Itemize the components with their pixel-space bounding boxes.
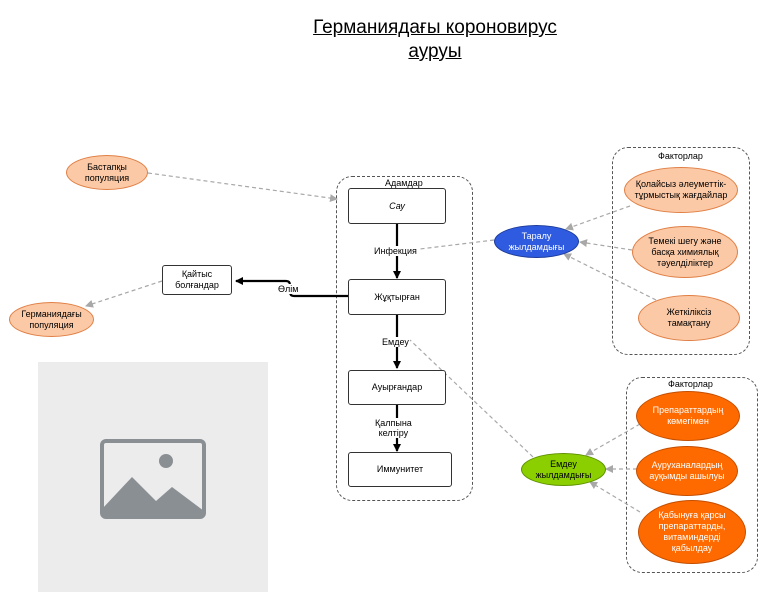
factor-anti-inflammatory-label-2: препараттарды, [658,521,726,531]
treatment-rate-label-1: Емдеу [550,458,577,469]
infected-box[interactable]: Жұқтырған [348,279,446,315]
factor-anti-inflammatory[interactable]: Қабынуға қарсы препараттарды, витаминдер… [638,500,746,564]
death-edge-label: Өлім [278,284,299,294]
factors-top-group [612,147,750,355]
germany-population-label-1: Германиядағы [21,308,82,319]
factor-social-label-2: тұрмыстық жағдайлар [634,190,728,200]
factors-bottom-label: Факторлар [668,379,713,389]
edge-f1-spread [565,205,631,231]
recovery-label-1: Қалпына [375,418,412,428]
factor-anti-inflammatory-label-3: витаминдерді [663,532,721,542]
edge-spread-infection [419,239,495,250]
recovery-edge-label: Қалпына келтіру [375,418,412,438]
spread-rate-label-1: Таралу [521,230,552,241]
sick-label: Ауырғандар [371,382,423,392]
people-group-label: Адамдар [385,178,423,188]
title-line-2: ауруы [408,41,462,62]
healthy-label: Сау [389,200,405,211]
dead-label-2: болғандар [175,280,219,290]
factor-hospitals-label-2: ауқымды ашылуы [649,471,725,481]
factor-smoking-label-3: тәуелділіктер [656,257,714,268]
dead-box[interactable]: Қайтыс болғандар [162,265,232,295]
edge-g1-treat [585,423,641,456]
germany-population-node[interactable]: Германиядағы популяция [9,302,94,337]
edge-dead-germany [85,280,163,308]
dead-label-1: Қайтыс [181,269,213,279]
edge-initial-people [147,172,338,203]
sick-box[interactable]: Ауырғандар [348,370,446,405]
factor-nutrition-label-2: тамақтану [667,318,711,328]
factor-social-label-1: Қолайсыз әлеуметтік- [635,179,727,189]
title-line-1: Германиядағы короновирус [313,17,557,38]
factor-anti-inflammatory-label-4: қабылдау [671,543,713,553]
infected-label: Жұқтырған [374,291,420,302]
treatment-rate-label-2: жылдамдығы [535,469,592,480]
factor-smoking[interactable]: Темекі шегу және басқа химиялық тәуелділ… [632,226,738,278]
edge-f3-spread [563,253,657,301]
image-placeholder-icon [100,439,206,519]
factor-smoking-label-1: Темекі шегу және [648,235,722,246]
image-placeholder [38,362,268,592]
factor-hospitals[interactable]: Ауруханалардың ауқымды ашылуы [636,446,738,496]
factor-drugs[interactable]: Препараттардың көмегімен [636,391,740,441]
healthy-box[interactable]: Сау [348,188,446,224]
edge-g3-treat [589,481,641,513]
initial-population-node[interactable]: Бастапқы популяция [66,155,148,190]
edge-f2-spread [579,239,633,251]
factor-drugs-label-2: көмегімен [667,416,709,426]
initial-population-label-1: Бастапқы [87,161,127,172]
people-group [336,176,473,501]
immunity-box[interactable]: Иммунитет [348,452,452,487]
initial-population-label-2: популяция [84,172,130,183]
immunity-label: Иммунитет [376,464,424,474]
treatment-edge-label: Емдеу [382,337,409,347]
factor-social-conditions[interactable]: Қолайсыз әлеуметтік- тұрмыстық жағдайлар [624,167,738,213]
spread-rate-node[interactable]: Таралу жылдамдығы [494,225,579,258]
factors-top-label: Факторлар [658,151,703,161]
infection-edge-label: Инфекция [374,246,417,256]
edge-treat-treatment [409,339,534,458]
factor-nutrition[interactable]: Жеткіліксіз тамақтану [638,295,740,341]
factors-bottom-group [626,377,758,573]
factor-drugs-label-1: Препараттардың [652,405,724,415]
factor-smoking-label-2: басқа химиялық [651,246,719,257]
treatment-rate-node[interactable]: Емдеу жылдамдығы [521,453,606,486]
germany-population-label-2: популяция [29,319,74,330]
recovery-label-2: келтіру [378,428,409,438]
factor-anti-inflammatory-label-1: Қабынуға қарсы [658,510,726,520]
factor-hospitals-label-1: Ауруханалардың [651,460,723,470]
diagram-title: Германиядағы короновирус ауруы [280,16,590,64]
spread-rate-label-2: жылдамдығы [508,241,565,252]
factor-nutrition-label-1: Жеткіліксіз [666,307,712,317]
